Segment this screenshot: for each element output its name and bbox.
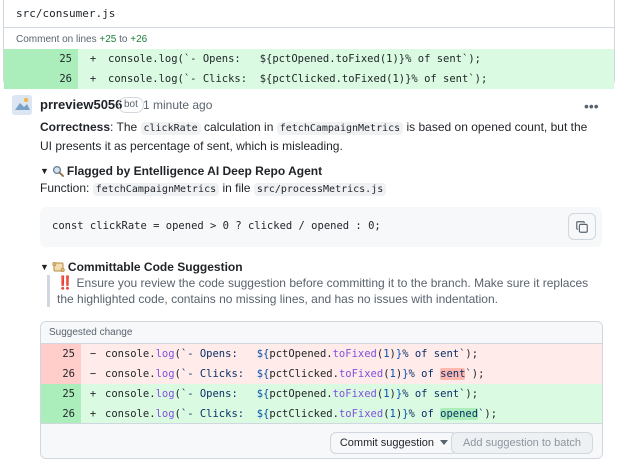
summary-title: Flagged by Entelligence AI Deep Repo Age… xyxy=(66,164,323,178)
comment-range-to: to xyxy=(116,34,131,45)
diff-sign: − xyxy=(89,368,97,380)
divider xyxy=(4,27,614,28)
text: Function: xyxy=(40,181,93,195)
range-start: +25 xyxy=(99,34,117,45)
suggested-change-header: Suggested change xyxy=(41,322,602,344)
inline-code: fetchCampaignMetrics xyxy=(92,183,220,196)
diff-row: 25 + console.log(`- Opens: ${pctOpened.t… xyxy=(41,384,602,404)
details-summary-flagged[interactable]: ▼ Flagged by Entelligence AI Deep Repo A… xyxy=(40,164,322,178)
text: in file xyxy=(219,181,254,195)
comment-author[interactable]: prreview5056 xyxy=(40,97,123,112)
bot-avatar-icon xyxy=(12,95,32,115)
diff-sign: + xyxy=(89,53,97,65)
magnifier-icon xyxy=(52,165,64,177)
diff-code: console.log(`- Opens: ${pctOpened.toFixe… xyxy=(105,388,479,400)
line-number: 25 xyxy=(41,344,81,364)
add-to-batch-button[interactable]: Add suggestion to batch xyxy=(450,432,593,454)
text: calculation in xyxy=(200,120,277,134)
avatar[interactable] xyxy=(12,95,32,115)
diff-row: 26 + console.log(`- Clicks: ${pctClicked… xyxy=(41,404,602,424)
comment-range-prefix: Comment on lines xyxy=(16,34,100,45)
suggested-change-box: Suggested change 25 − console.log(`- Ope… xyxy=(40,321,603,459)
warning-text: Ensure you review the code suggestion be… xyxy=(57,276,589,306)
disclosure-triangle-icon: ▼ xyxy=(40,262,49,272)
diff-code: console.log(`- Clicks: ${pctClicked.toFi… xyxy=(105,368,485,380)
line-number: 26 xyxy=(41,364,81,384)
comment-timestamp[interactable]: 1 minute ago xyxy=(143,98,213,112)
diff-row: 25 + console.log(`- Opens: ${pctOpened.t… xyxy=(4,49,614,69)
function-line: Function: fetchCampaignMetrics in file s… xyxy=(40,181,387,196)
add-to-batch-label: Add suggestion to batch xyxy=(462,437,581,449)
summary-title: Committable Code Suggestion xyxy=(67,260,243,274)
line-number: 26 xyxy=(4,69,78,89)
copy-button[interactable] xyxy=(568,213,596,240)
inline-code: src/processMetrics.js xyxy=(253,183,387,196)
scroll-icon xyxy=(52,261,65,273)
text: : The xyxy=(110,120,141,134)
diff-sign: − xyxy=(89,348,97,360)
diff-row: 26 + console.log(`- Clicks: ${pctClicked… xyxy=(4,69,614,89)
line-number: 25 xyxy=(41,384,81,404)
text: is based on opened count, but the UI pre… xyxy=(40,120,588,153)
diff-code: console.log(`- Clicks: ${pctClicked.toFi… xyxy=(105,408,498,420)
diff-code: console.log(`- Clicks: ${pctClicked.toFi… xyxy=(108,73,488,85)
kebab-horizontal-icon[interactable]: ••• xyxy=(584,98,599,114)
file-path[interactable]: src/consumer.js xyxy=(16,7,116,20)
inline-code: clickRate xyxy=(140,122,201,135)
suggestion-footer: Commit suggestion Add suggestion to batc… xyxy=(41,423,602,458)
warning-quote: ‼️ Ensure you review the code suggestion… xyxy=(47,275,595,307)
correctness-label: Correctness xyxy=(40,120,111,134)
details-summary-suggestion[interactable]: ▼ Committable Code Suggestion xyxy=(40,260,243,274)
diff-file-card: src/consumer.js Comment on lines +25 to … xyxy=(3,0,615,89)
diff-code: console.log(`- Opens: ${pctOpened.toFixe… xyxy=(105,348,479,360)
code-block: const clickRate = opened > 0 ? clicked /… xyxy=(40,207,602,247)
double-exclamation-icon: ‼️ xyxy=(57,275,74,290)
commit-suggestion-label: Commit suggestion xyxy=(339,437,434,449)
diff-sign: + xyxy=(89,408,97,420)
range-end: +26 xyxy=(130,34,148,45)
diff-sign: + xyxy=(89,73,97,85)
caret-down-icon xyxy=(440,440,448,445)
diff-sign: + xyxy=(89,388,97,400)
disclosure-triangle-icon: ▼ xyxy=(40,166,49,176)
line-number: 26 xyxy=(41,404,81,424)
diff-row: 26 − console.log(`- Clicks: ${pctClicked… xyxy=(41,364,602,384)
diff-code: console.log(`- Opens: ${pctOpened.toFixe… xyxy=(108,53,481,65)
diff-row: 25 − console.log(`- Opens: ${pctOpened.t… xyxy=(41,344,602,364)
comment-body-paragraph: Correctness: The clickRate calculation i… xyxy=(40,119,595,154)
copy-icon xyxy=(576,220,588,233)
context-diff: 25 + console.log(`- Opens: ${pctOpened.t… xyxy=(4,49,614,89)
comment-range: Comment on lines +25 to +26 xyxy=(16,34,147,45)
line-number: 25 xyxy=(4,49,78,69)
inline-code: fetchCampaignMetrics xyxy=(276,122,404,135)
commit-suggestion-button[interactable]: Commit suggestion xyxy=(329,432,458,454)
code-line: const clickRate = opened > 0 ? clicked /… xyxy=(52,220,381,232)
bot-badge: bot xyxy=(118,97,144,113)
